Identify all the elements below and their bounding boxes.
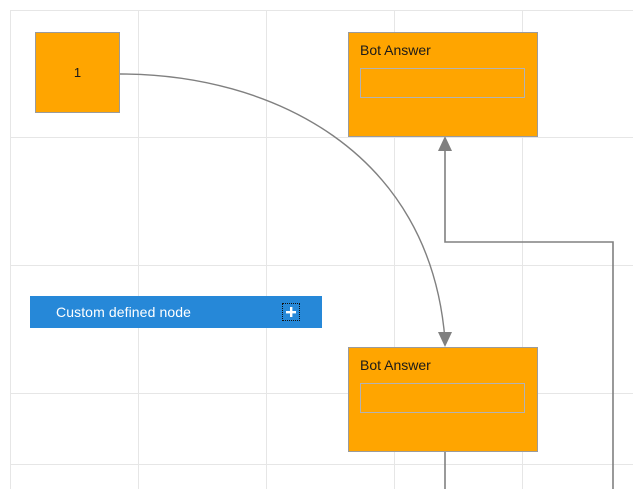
flow-node-bot-answer-bottom[interactable]: Bot Answer (348, 347, 538, 452)
bot-answer-bottom-title: Bot Answer (360, 357, 431, 373)
flow-node-bot-answer-top[interactable]: Bot Answer (348, 32, 538, 137)
flow-node-1-label: 1 (73, 65, 82, 80)
plus-icon[interactable] (282, 303, 300, 321)
custom-defined-node-chip[interactable]: Custom defined node (30, 296, 322, 328)
edge-curve-node1-to-bot-answer-bottom[interactable] (119, 73, 452, 347)
arrow-head-up-icon (438, 136, 452, 151)
custom-defined-node-label: Custom defined node (56, 304, 191, 320)
bot-answer-bottom-slot[interactable] (360, 383, 525, 413)
flow-node-1[interactable]: 1 (35, 32, 120, 113)
bot-answer-top-title: Bot Answer (360, 42, 431, 58)
bot-answer-top-slot[interactable] (360, 68, 525, 98)
edge-elbow-to-bot-answer-top[interactable] (438, 136, 614, 489)
arrow-head-down-icon (438, 332, 452, 347)
